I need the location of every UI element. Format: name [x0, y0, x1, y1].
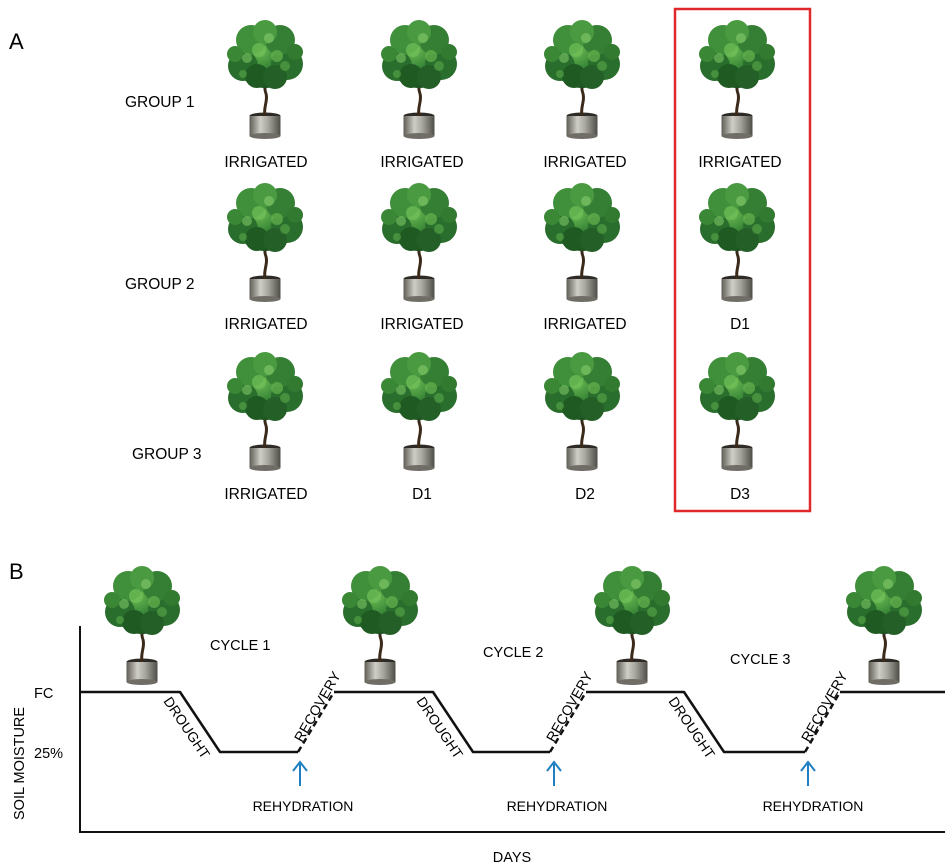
plant-label: IRRIGATED — [224, 486, 307, 503]
plant-icon — [381, 352, 457, 471]
rehydration-label: REHYDRATION — [763, 798, 864, 814]
plant-label: IRRIGATED — [380, 154, 463, 171]
rehydration-label: REHYDRATION — [507, 798, 608, 814]
plant-icon — [544, 183, 620, 302]
plant-icon — [594, 566, 670, 685]
y-axis-label: SOIL MOISTURE — [12, 707, 28, 820]
plant-label: D1 — [412, 486, 432, 503]
cycle-label-2: CYCLE 2 — [483, 645, 543, 661]
plant-icon — [544, 352, 620, 471]
plant-icon — [846, 566, 922, 685]
recovery-label: RECOVERY — [798, 668, 851, 744]
y-tick-fc: FC — [34, 686, 53, 702]
plant-label: IRRIGATED — [224, 154, 307, 171]
plant-icon — [699, 352, 775, 471]
plant-icon — [227, 183, 303, 302]
plant-icon — [381, 20, 457, 139]
plant-icon — [699, 183, 775, 302]
cycle-label-3: CYCLE 3 — [730, 652, 790, 668]
moisture-line — [80, 690, 945, 754]
rehydration-arrow-head — [800, 760, 816, 772]
recovery-label: RECOVERY — [291, 668, 344, 744]
plant-label: D3 — [730, 486, 750, 503]
group-label-3: GROUP 3 — [132, 446, 202, 463]
y-tick-25: 25% — [34, 746, 63, 762]
plant-label: IRRIGATED — [543, 316, 626, 333]
plant-icon — [544, 20, 620, 139]
plant-icon — [342, 566, 418, 685]
plant-icon — [104, 566, 180, 685]
group-label-1: GROUP 1 — [125, 94, 195, 111]
plant-label: D2 — [575, 486, 595, 503]
plant-icon — [699, 20, 775, 139]
plant-label: IRRIGATED — [224, 316, 307, 333]
group-label-2: GROUP 2 — [125, 276, 195, 293]
x-axis-label: DAYS — [493, 850, 531, 866]
plant-label: IRRIGATED — [380, 316, 463, 333]
recovery-label: RECOVERY — [543, 668, 596, 744]
panel-b-letter: B — [9, 559, 24, 584]
plant-icon — [227, 20, 303, 139]
cycle-label-1: CYCLE 1 — [210, 638, 270, 654]
plant-icon — [381, 183, 457, 302]
plant-label: IRRIGATED — [698, 154, 781, 171]
rehydration-arrow-head — [546, 760, 562, 772]
recovery-line — [296, 691, 842, 753]
highlight-box — [673, 7, 812, 513]
plant-icon — [227, 352, 303, 471]
plant-label: IRRIGATED — [543, 154, 626, 171]
rehydration-label: REHYDRATION — [253, 798, 354, 814]
panel-a-letter: A — [9, 29, 24, 54]
plant-label: D1 — [730, 316, 750, 333]
rehydration-arrow-head — [292, 760, 308, 772]
